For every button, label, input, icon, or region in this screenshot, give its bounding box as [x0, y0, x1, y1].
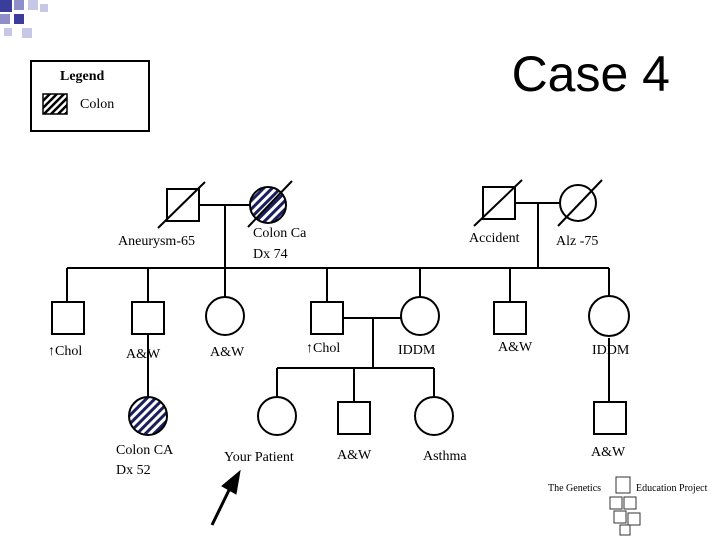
brother — [337, 401, 371, 435]
label-paternal-grandmother-1: Colon Ca — [253, 226, 307, 241]
label-paternal-grandfather: Aneurysm-65 — [118, 234, 195, 249]
legend-label-colon: Colon — [80, 97, 115, 112]
label-aunt-aw: A&W — [210, 345, 245, 360]
legend-box — [30, 60, 150, 132]
corner-decoration — [0, 0, 60, 44]
legend-title: Legend — [60, 69, 105, 84]
label-cousin-1: Colon CA — [116, 443, 174, 458]
label-paternal-grandmother-2: Dx 74 — [253, 247, 288, 262]
slide-title: Case 4 — [511, 46, 670, 102]
aunt-aw — [205, 296, 245, 336]
uncle-aw — [131, 301, 165, 335]
maternal-grandmother — [559, 184, 597, 222]
label-sister: Asthma — [423, 449, 467, 464]
label-maternal-grandfather: Accident — [469, 231, 520, 246]
maternal-cousin — [593, 401, 627, 435]
cousin-colon-ca — [128, 396, 168, 436]
label-maternal-aunt: IDDM — [592, 343, 630, 358]
label-brother: A&W — [337, 448, 372, 463]
label-maternal-grandmother: Alz -75 — [556, 234, 599, 249]
label-patient: Your Patient — [224, 450, 294, 465]
label-uncle-aw: A&W — [126, 347, 161, 362]
colon-cancer-swatch — [42, 93, 68, 115]
father — [310, 301, 344, 335]
label-mother: IDDM — [398, 343, 436, 358]
label-maternal-uncle: A&W — [498, 340, 533, 355]
mother — [400, 296, 440, 336]
uncle-chol — [51, 301, 85, 335]
genetics-education-project-logo — [609, 476, 641, 536]
sister — [414, 396, 454, 436]
label-cousin-2: Dx 52 — [116, 463, 151, 478]
patient — [257, 396, 297, 436]
label-father: ↑Chol — [306, 341, 341, 356]
label-maternal-cousin: A&W — [591, 445, 626, 460]
label-uncle-chol: ↑Chol — [48, 344, 83, 359]
logo-text-genetics: The Genetics — [548, 483, 602, 494]
maternal-aunt-iddm — [588, 295, 630, 337]
maternal-uncle-aw — [493, 301, 527, 335]
proband-arrow — [210, 469, 241, 526]
logo-text-education-project: Education Project — [636, 483, 708, 494]
